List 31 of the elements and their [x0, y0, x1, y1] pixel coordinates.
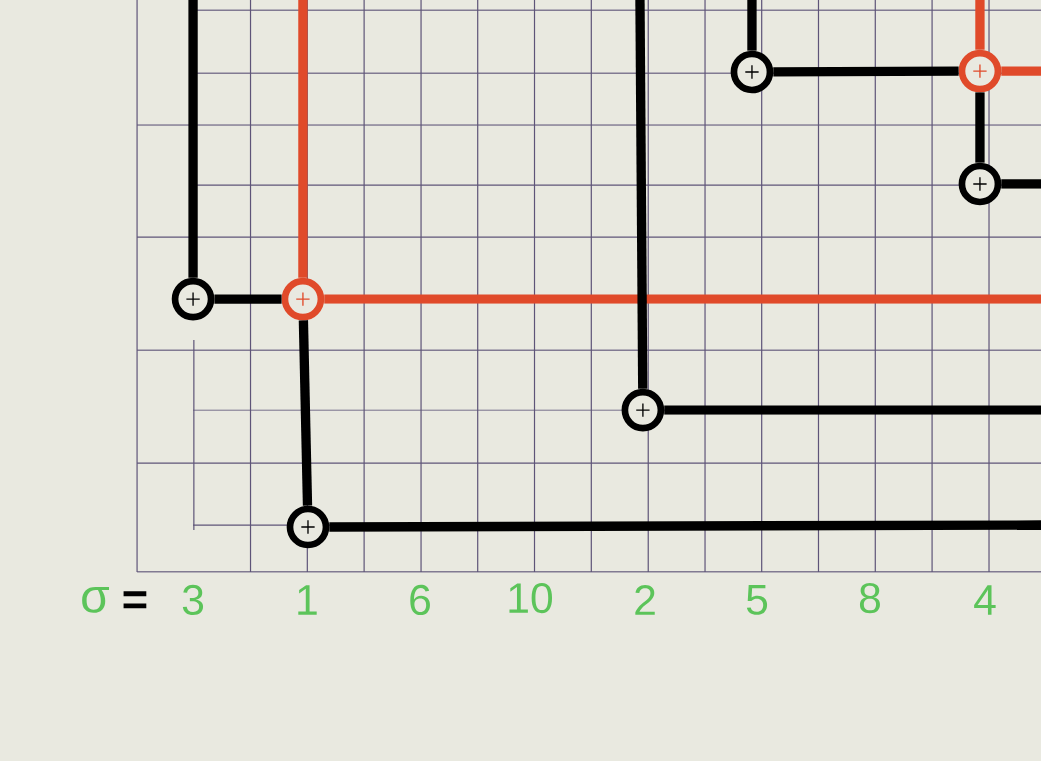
- crossing-circle: [730, 50, 774, 94]
- wire-line: [664, 405, 1041, 415]
- sigma-symbol: σ: [82, 587, 109, 613]
- wire-line: [188, 0, 198, 278]
- wire-line: [975, 0, 985, 50]
- crossing-circle: [958, 49, 1002, 93]
- crossing-circle: [958, 162, 1002, 206]
- equals-sign: =: [123, 591, 147, 609]
- column-number: 10: [509, 583, 553, 614]
- wire-line: [1001, 66, 1041, 76]
- wire-line: [329, 520, 1041, 532]
- wire-line: [975, 92, 985, 163]
- column-number: 3: [182, 584, 204, 616]
- crossing-circle: [171, 277, 215, 321]
- wire-line: [747, 0, 757, 51]
- wire-line: [214, 294, 282, 304]
- crossing-circle: [281, 277, 325, 321]
- column-number: 4: [974, 585, 996, 615]
- wire-line: [324, 294, 1041, 304]
- wire-line: [298, 0, 308, 278]
- column-number: 2: [635, 585, 655, 615]
- column-number: 5: [746, 585, 768, 615]
- column-number: 8: [859, 583, 880, 614]
- crossing-circle: [286, 505, 330, 549]
- column-number: 1: [298, 585, 317, 615]
- wire-line: [773, 66, 959, 77]
- column-number: 6: [410, 584, 430, 616]
- wire-line: [635, 0, 648, 389]
- crossing-circle: [621, 388, 665, 432]
- wire-line: [1001, 179, 1041, 189]
- wire-line: [298, 320, 313, 506]
